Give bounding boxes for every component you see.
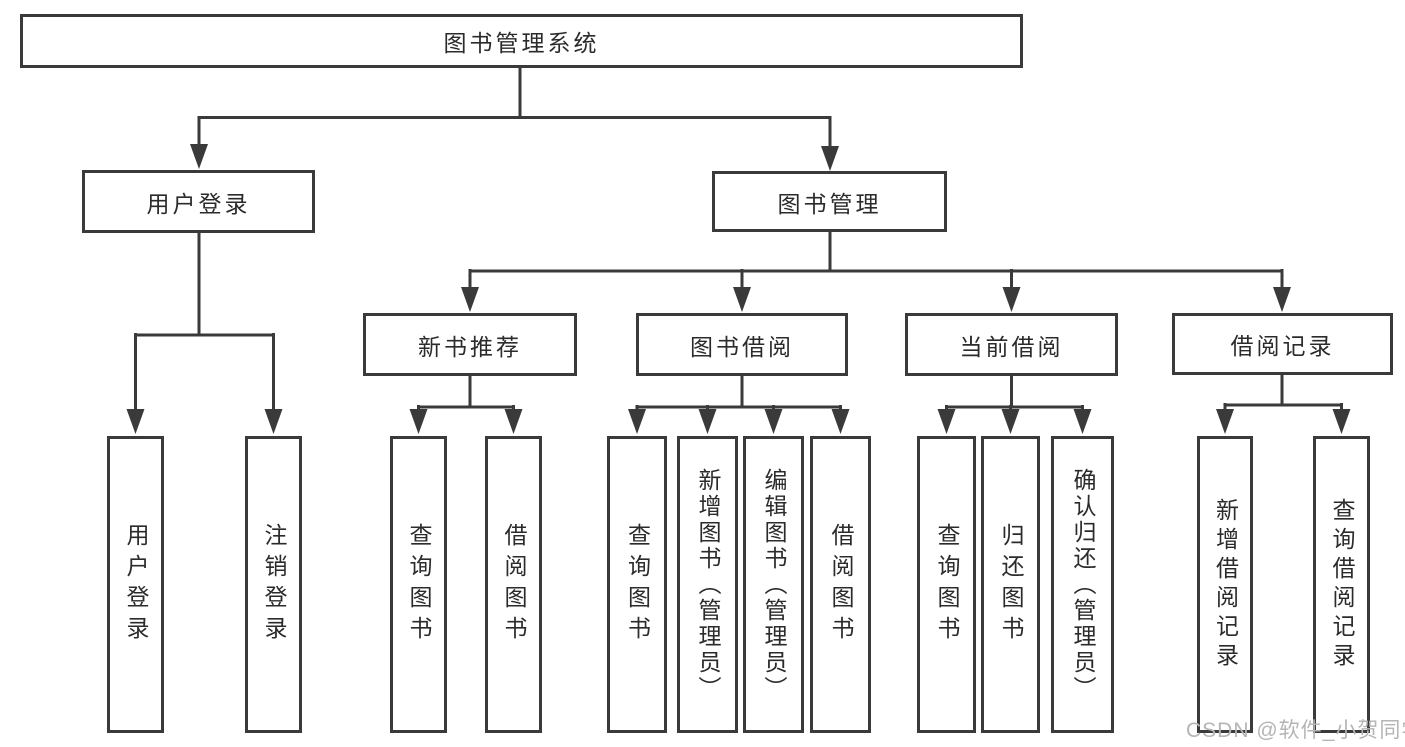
node-new-book-recommendation: 新书推荐: [363, 313, 577, 376]
connector-current-borrowing-to-leaves: [937, 376, 1092, 434]
leaf-label: 查询图书: [934, 522, 960, 647]
leaf-add-borrow-record: 新增借阅记录: [1197, 436, 1253, 733]
leaf-borrow-books-borrowing: 借阅图书: [810, 436, 871, 733]
connector-book-borrowing-to-leaves: [628, 376, 850, 434]
leaf-user-login: 用户登录: [107, 436, 164, 733]
leaf-label: 注销登录: [261, 522, 287, 647]
leaf-query-books-borrowing: 查询图书: [607, 436, 667, 733]
leaf-return-books: 归还图书: [981, 436, 1040, 733]
leaf-label: 新增图书（管理员）: [695, 467, 721, 702]
leaf-add-book-admin: 新增图书（管理员）: [677, 436, 738, 733]
node-library-management-system: 图书管理系统: [20, 14, 1023, 68]
connector-user-login-to-leaves: [126, 233, 283, 434]
leaf-label: 查询借阅记录: [1329, 497, 1355, 672]
node-borrowing-records: 借阅记录: [1172, 313, 1393, 375]
leaf-query-books-recommend: 查询图书: [390, 436, 447, 733]
connector-borrowing-records-to-leaves: [1216, 375, 1351, 434]
leaf-query-books-current: 查询图书: [917, 436, 976, 733]
leaf-label: 借阅图书: [828, 522, 854, 647]
leaf-label: 确认归还（管理员）: [1070, 467, 1096, 702]
csdn-watermark: CSDN @软件_小贺同学: [1186, 719, 1405, 742]
leaf-label: 用户登录: [123, 522, 149, 647]
node-label: 图书管理系统: [443, 30, 600, 56]
connector-root-to-level2: [190, 68, 839, 171]
node-current-borrowing: 当前借阅: [905, 313, 1118, 376]
node-user-login: 用户登录: [82, 170, 315, 233]
node-label: 新书推荐: [418, 333, 522, 360]
leaf-label: 借阅图书: [501, 522, 527, 647]
node-label: 借阅记录: [1230, 333, 1335, 359]
leaf-confirm-return-admin: 确认归还（管理员）: [1051, 436, 1114, 733]
leaf-query-borrow-record: 查询借阅记录: [1313, 436, 1370, 733]
node-label: 用户登录: [146, 190, 251, 217]
leaf-logout: 注销登录: [245, 436, 302, 733]
leaf-label: 编辑图书（管理员）: [761, 467, 787, 702]
node-book-borrowing: 图书借阅: [636, 313, 848, 376]
node-book-management: 图书管理: [712, 171, 947, 232]
node-label: 图书管理: [777, 190, 882, 217]
connector-book-management-to-level3: [461, 231, 1291, 312]
leaf-label: 查询图书: [624, 522, 651, 647]
leaf-label: 查询图书: [406, 522, 432, 647]
leaf-edit-book-admin: 编辑图书（管理员）: [743, 436, 804, 733]
connector-new-book-to-leaves: [409, 376, 523, 434]
node-label: 当前借阅: [959, 333, 1064, 360]
leaf-borrow-books-recommend: 借阅图书: [485, 436, 542, 733]
node-label: 图书借阅: [690, 333, 794, 360]
leaf-label: 新增借阅记录: [1212, 497, 1239, 672]
leaf-label: 归还图书: [998, 522, 1024, 647]
